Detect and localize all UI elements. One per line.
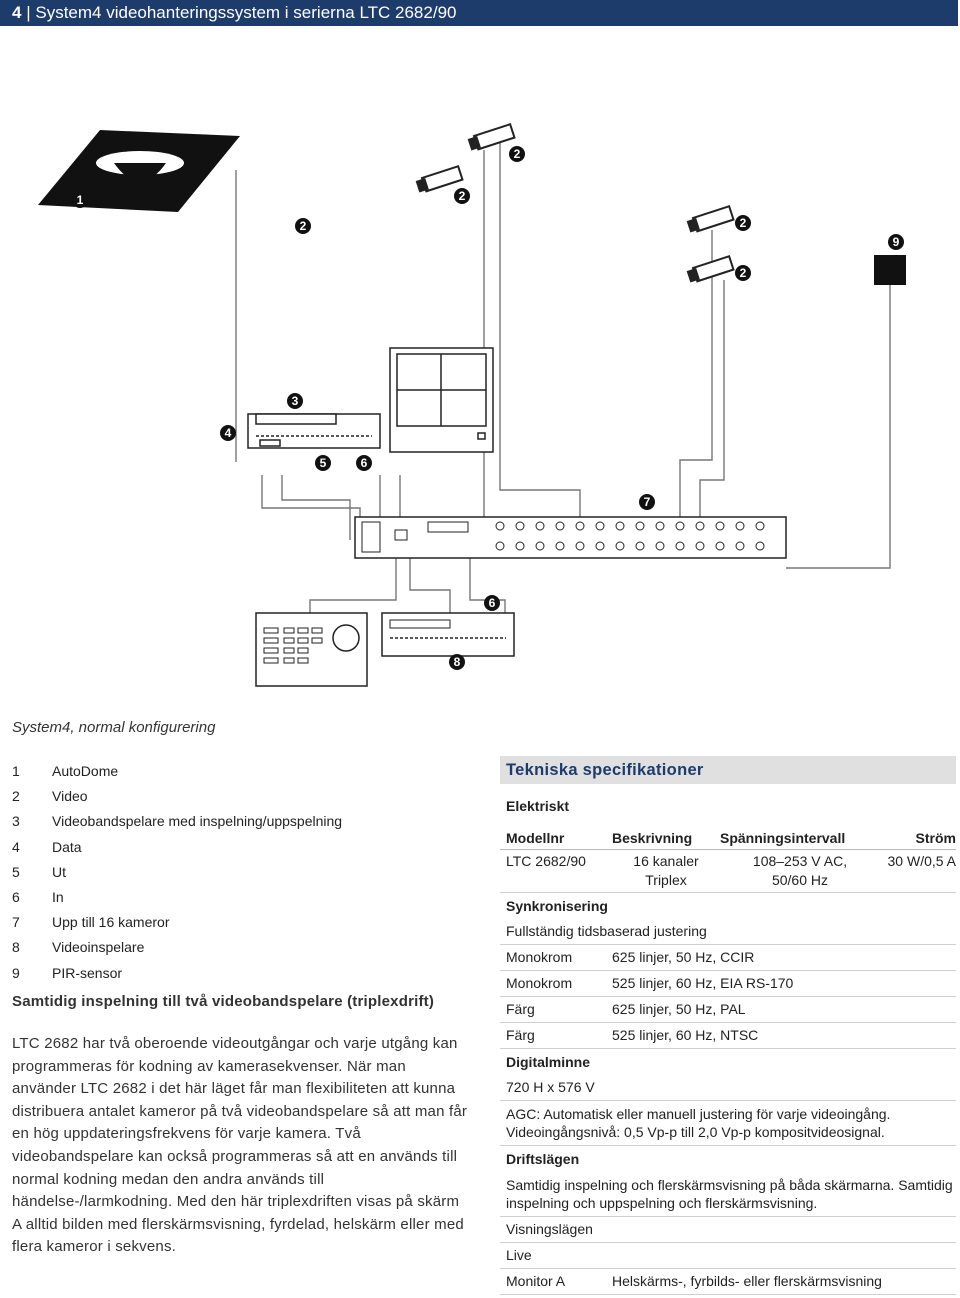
video-recorder-icon <box>381 612 515 657</box>
svg-text:8: 8 <box>454 655 461 669</box>
callout-marker: 1 <box>72 192 88 208</box>
svg-text:6: 6 <box>489 596 496 610</box>
svg-text:5: 5 <box>320 456 327 470</box>
view-modes-heading: Visningslägen <box>500 1217 956 1243</box>
svg-text:7: 7 <box>644 495 651 509</box>
page-number: 4 <box>12 3 22 22</box>
agc-text: AGC: Automatisk eller manuell justering … <box>500 1101 956 1146</box>
svg-text:2: 2 <box>300 219 307 233</box>
memory-heading: Digitalminne <box>506 1054 591 1070</box>
page-header-title: System4 videohanteringssystem i serierna… <box>35 3 457 22</box>
callout-marker: 7 <box>639 494 655 510</box>
svg-text:4: 4 <box>225 426 232 440</box>
sync-note: Fullständig tidsbaserad justering <box>500 919 956 945</box>
cable-recorder <box>409 558 451 615</box>
svg-text:2: 2 <box>459 189 466 203</box>
callout-marker: 9 <box>888 234 904 250</box>
callout-marker: 2 <box>735 265 751 281</box>
cable-keyboard <box>309 558 397 615</box>
vcr-icon <box>247 413 381 449</box>
svg-text:9: 9 <box>893 235 900 249</box>
callout-marker: 3 <box>287 393 303 409</box>
callout-marker: 8 <box>449 654 465 670</box>
cable-camera-a <box>483 150 561 540</box>
electrical-table-header: Modellnr Beskrivning Spänningsintervall … <box>500 830 956 850</box>
callout-marker: 2 <box>735 215 751 231</box>
svg-text:2: 2 <box>740 266 747 280</box>
svg-text:1: 1 <box>77 193 84 207</box>
header-separator: | <box>26 3 31 22</box>
figure-caption: System4, normal konfigurering <box>12 719 216 736</box>
live-mode: Live <box>500 1243 956 1269</box>
modes-heading: Driftslägen <box>506 1151 580 1167</box>
memory-value: 720 H x 576 V <box>500 1075 956 1101</box>
callout-marker: 6 <box>356 455 372 471</box>
modes-text: Samtidig inspelning och flerskärmsvisnin… <box>500 1172 956 1217</box>
svg-text:3: 3 <box>292 394 299 408</box>
svg-text:6: 6 <box>361 456 368 470</box>
page-header: 4 | System4 videohanteringssystem i seri… <box>0 0 958 26</box>
section-heading: Samtidig inspelning till två videobandsp… <box>12 993 435 1010</box>
callout-marker: 4 <box>220 425 236 441</box>
sync-heading: Synkronisering <box>506 898 608 914</box>
electrical-heading: Elektriskt <box>506 798 570 814</box>
callout-marker: 2 <box>295 218 311 234</box>
camera-icon <box>415 122 735 283</box>
callout-marker: 2 <box>509 146 525 162</box>
cable-vcr-in <box>261 475 361 540</box>
svg-text:2: 2 <box>514 147 521 161</box>
multiplexer-icon <box>354 516 787 559</box>
svg-text:2: 2 <box>740 216 747 230</box>
autodome-icon <box>38 130 240 212</box>
callout-marker: 2 <box>454 188 470 204</box>
keyboard-icon <box>255 612 368 687</box>
cable-camera-d <box>699 280 725 540</box>
cable-camera-b <box>499 140 581 540</box>
system-diagram: 1 2 2 2 2 2 3 4 5 6 6 7 8 9 <box>38 122 906 687</box>
callout-marker: 5 <box>315 455 331 471</box>
callout-marker: 6 <box>484 595 500 611</box>
specs-panel: Tekniska specifikationer Elektriskt Mode… <box>500 756 956 1295</box>
cable-pir <box>786 285 891 569</box>
cable-camera-c <box>679 230 713 540</box>
specs-title: Tekniska specifikationer <box>500 756 956 784</box>
section-body: LTC 2682 har två oberoende videoutgångar… <box>12 1035 468 1256</box>
monitor-icon <box>389 347 494 453</box>
pir-sensor-icon <box>874 255 906 285</box>
